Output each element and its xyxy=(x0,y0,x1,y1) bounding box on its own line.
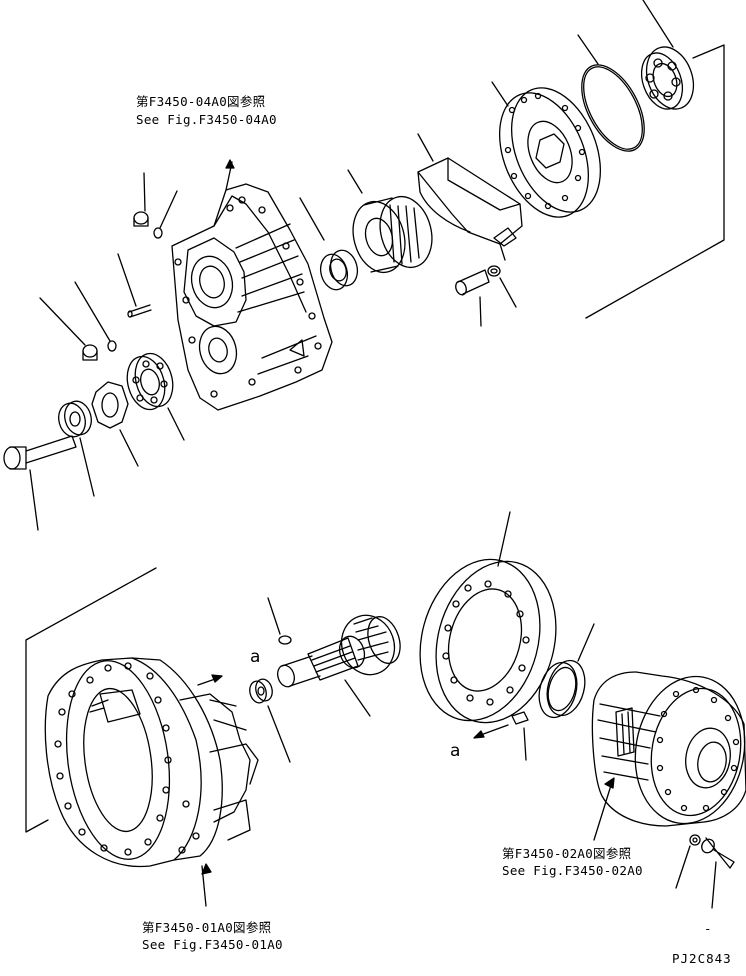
transfer-case-housing xyxy=(172,160,332,410)
bracket xyxy=(418,134,522,260)
spacer-ring xyxy=(247,677,290,762)
reference-bottom-left-en: See Fig.F3450-01A0 xyxy=(142,937,283,952)
drawing-code: PJ2C843 xyxy=(672,951,732,966)
marker-a-arrow-right xyxy=(474,712,528,760)
reference-top-jp: 第F3450-04A0図参照 xyxy=(136,94,266,109)
marker-dash: - xyxy=(704,921,712,936)
marker-a-left: a xyxy=(250,647,261,667)
case-cover xyxy=(45,654,258,906)
differential-case xyxy=(592,668,746,840)
marker-a-arrow-left xyxy=(198,675,222,685)
bearing-race-small xyxy=(300,198,361,293)
o-ring xyxy=(569,35,657,161)
washer-plate xyxy=(55,398,95,496)
lock-nut xyxy=(92,382,138,466)
plug-bolt-upper xyxy=(134,173,177,238)
retainer-plate xyxy=(483,75,618,231)
reference-bottom-right-jp: 第F3450-02A0図参照 xyxy=(502,846,632,861)
bolt-and-washer-upper xyxy=(454,266,516,326)
marker-a-right: a xyxy=(450,741,461,761)
upper-assembly-frame-lines xyxy=(586,45,724,318)
lower-assembly-frame-lines xyxy=(26,568,156,832)
reference-top-en: See Fig.F3450-04A0 xyxy=(136,112,277,127)
ball-bearing-left xyxy=(122,349,184,440)
reference-bottom-right-en: See Fig.F3450-02A0 xyxy=(502,863,643,878)
ring-gear xyxy=(403,512,573,736)
bearing-cup xyxy=(533,624,594,722)
tapered-roller-bearing xyxy=(346,170,440,278)
bearing-top-right xyxy=(634,0,701,116)
reference-bottom-left-jp: 第F3450-01A0図参照 xyxy=(142,920,272,935)
small-o-ring xyxy=(268,598,291,644)
dowel-pin xyxy=(118,254,151,317)
drain-plug-left xyxy=(40,282,116,360)
long-bolt xyxy=(4,436,76,530)
pinion-shaft xyxy=(275,608,406,716)
bolt-and-washer-lower xyxy=(676,835,734,908)
